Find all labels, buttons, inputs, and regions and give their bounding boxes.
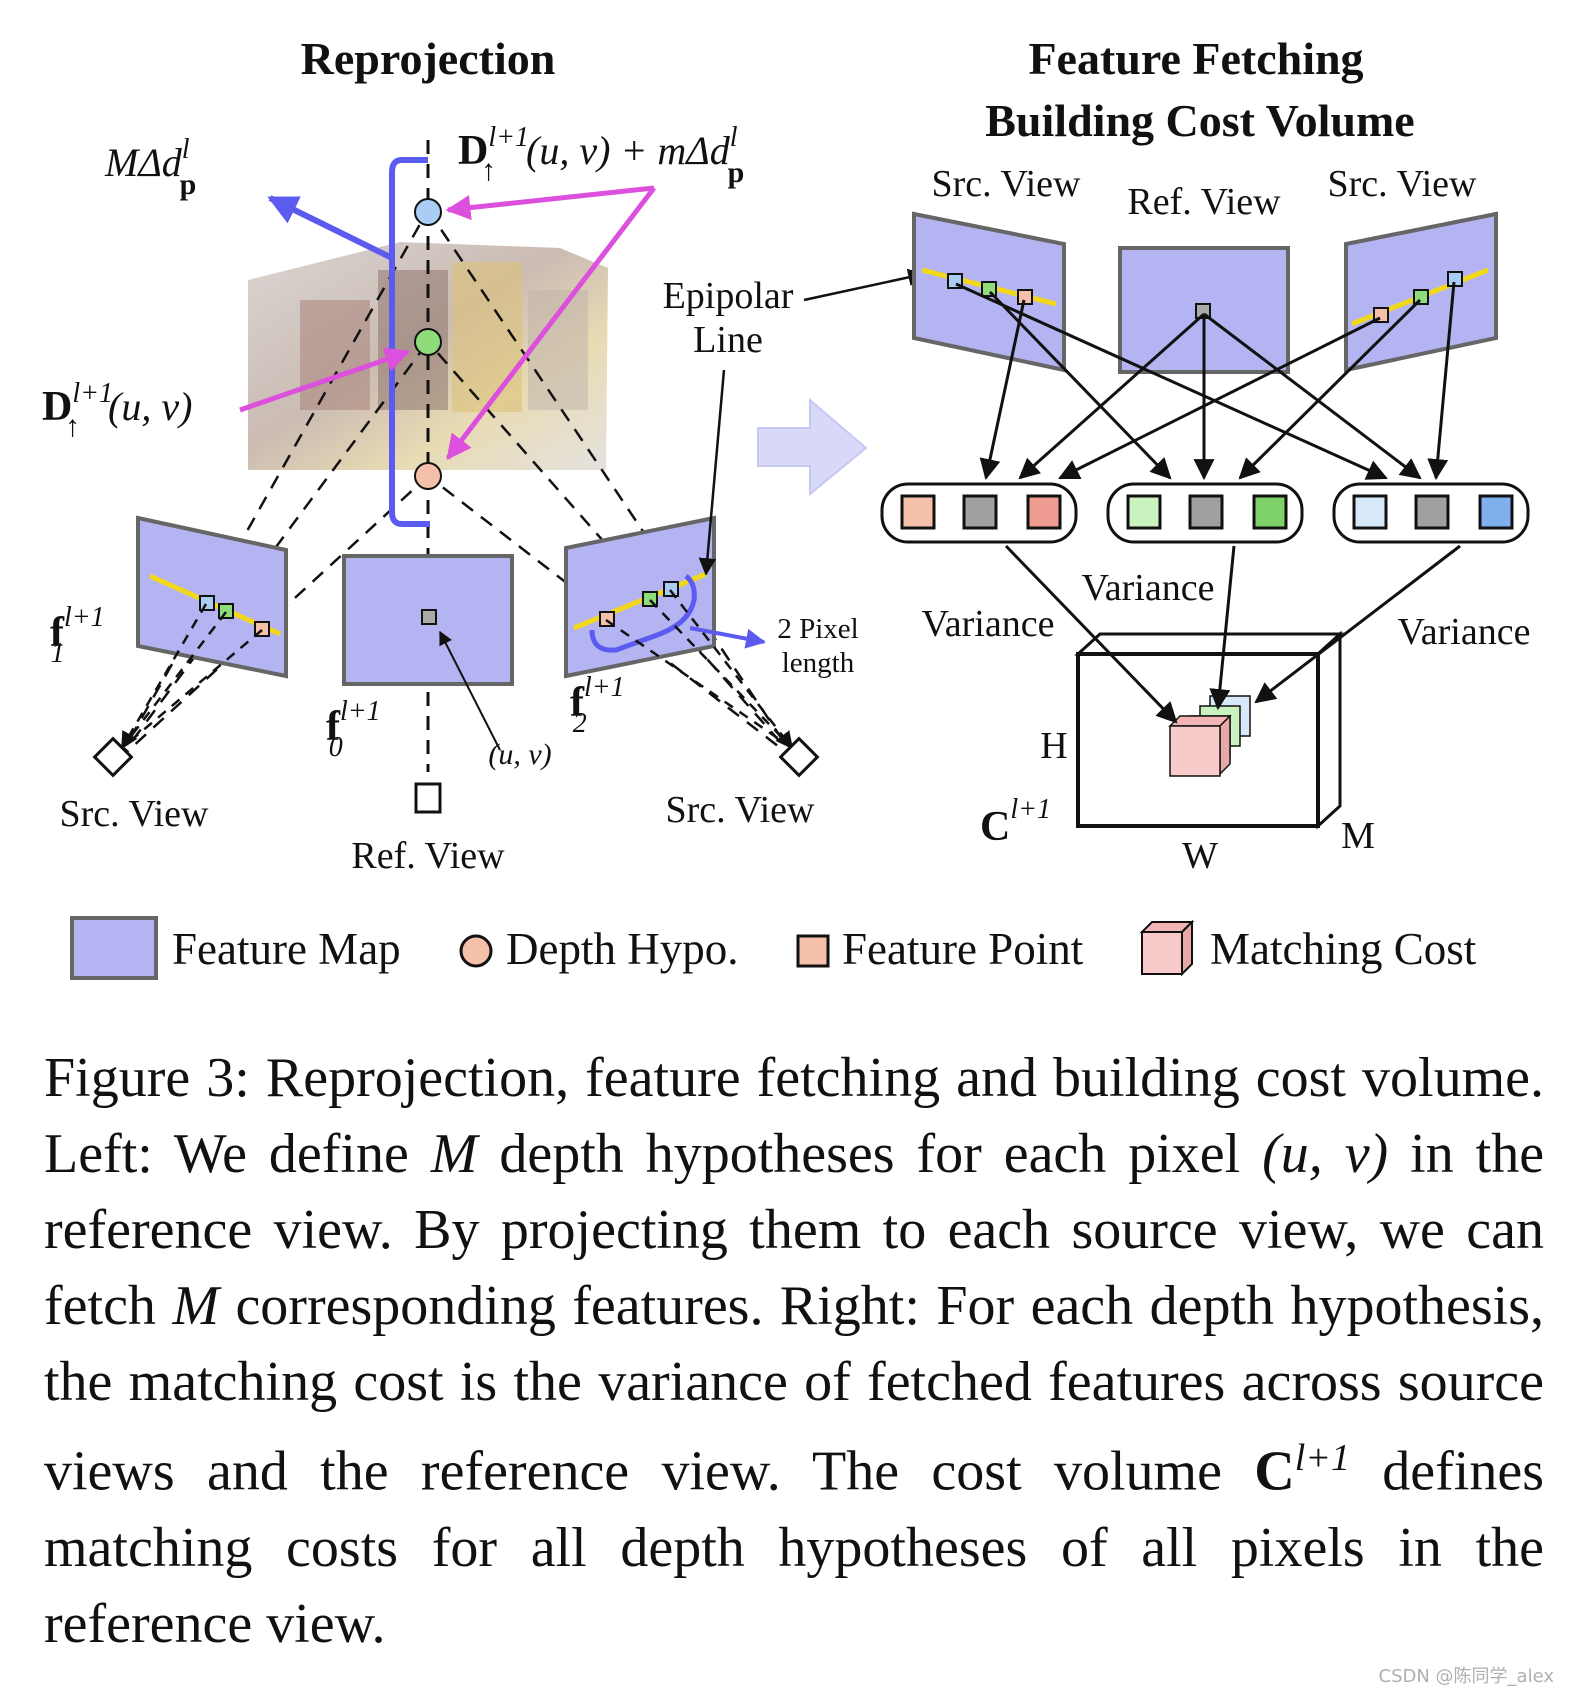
left-src-camera <box>92 736 134 778</box>
caption-math-m1: M <box>430 1123 478 1185</box>
mid-hypo-label: Dl+1↑(u, v) <box>42 378 192 443</box>
legend-depth-hypo-label: Depth Hypo. <box>506 924 738 974</box>
variance-label-left: Variance <box>922 603 1055 645</box>
rp-src-view-right-label: Src. View <box>1328 163 1478 205</box>
epipolar-label-line2: Line <box>693 319 763 361</box>
legend-matching-cost-label: Matching Cost <box>1210 924 1477 974</box>
feature-group-top-hypo <box>880 482 1078 544</box>
fetch-arrows <box>955 281 1456 481</box>
left-src-view-label: Src. View <box>60 793 210 835</box>
legend-matching-cost-swatch <box>1139 919 1195 977</box>
uv-pointer <box>439 630 501 751</box>
flow-arrow <box>757 397 868 497</box>
depth-hypo-mid <box>414 328 442 356</box>
right-panel-title-line2: Building Cost Volume <box>985 95 1414 146</box>
axis-w-label: W <box>1182 835 1218 877</box>
cost-volume <box>1074 630 1344 830</box>
caption-segment-4: corresponding features. Right: For each … <box>44 1275 1544 1503</box>
depth-hypo-top <box>414 198 442 226</box>
cost-volume-label: Cl+1 <box>980 794 1051 850</box>
pixel-length-arrow <box>689 626 766 649</box>
epipolar-label-line1: Epipolar <box>663 275 794 317</box>
caption-math-c: C <box>1254 1440 1295 1503</box>
legend-depth-hypo-swatch <box>459 934 493 968</box>
feature-group-mid-hypo <box>1106 482 1304 544</box>
right-panel-title-line1: Feature Fetching <box>1028 33 1363 84</box>
rp-feature-map-src-right <box>1344 211 1498 373</box>
left-ref-view-label: Ref. View <box>351 835 505 877</box>
figure-caption: Figure 3: Reprojection, feature fetching… <box>44 1040 1544 1662</box>
caption-math-m2: M <box>172 1275 220 1337</box>
f2-projection-rays <box>605 589 794 750</box>
caption-segment-5: defines matching costs for all depth hyp… <box>44 1440 1545 1655</box>
pixel-length-label-line2: length <box>782 647 855 679</box>
feature-map-f2 <box>564 515 716 679</box>
caption-math-uv: (u, v) <box>1262 1123 1389 1185</box>
legend-feature-point-swatch <box>796 934 830 968</box>
delta-arrow <box>267 195 394 261</box>
epipolar-pointer-left <box>698 369 726 576</box>
legend-feature-point-label: Feature Point <box>842 924 1084 974</box>
legend: Feature Map Depth Hypo. Feature Point Ma… <box>70 916 1477 980</box>
caption-math-c-sup: l+1 <box>1294 1437 1350 1479</box>
feature-map-f0 <box>342 554 514 686</box>
right-src-view-label: Src. View <box>666 789 816 831</box>
rp-feature-map-ref <box>1118 246 1290 374</box>
f1-projection-rays <box>120 603 263 750</box>
depth-hypo-bottom <box>414 462 442 490</box>
right-src-rays <box>426 209 798 761</box>
rp-ref-view-label: Ref. View <box>1127 181 1281 223</box>
variance-label-center: Variance <box>1082 567 1215 609</box>
legend-feature-map-label: Feature Map <box>172 924 401 974</box>
watermark: CSDN @陈同学_alex <box>1378 1666 1554 1687</box>
hypo-range-bracket <box>389 157 430 527</box>
uv-label: (u, v) <box>488 738 551 771</box>
variance-label-right: Variance <box>1398 611 1531 653</box>
pixel-length-label-line1: 2 Pixel <box>777 613 858 645</box>
caption-figure-label: Figure 3: <box>44 1047 250 1109</box>
axis-h-label: H <box>1040 725 1067 767</box>
caption-segment-1: Reprojection, feature fetching and build… <box>44 1047 1544 1185</box>
feature-map-f1 <box>136 515 288 679</box>
axis-m-label: M <box>1341 815 1375 857</box>
rp-src-view-left-label: Src. View <box>932 163 1082 205</box>
feature-group-bottom-hypo <box>1332 482 1530 544</box>
variance-arrows <box>1004 544 1461 724</box>
caption-segment-3: in the reference view. By projecting the… <box>44 1123 1545 1337</box>
caption-segment-2: depth hypotheses for each pixel <box>499 1123 1241 1185</box>
ref-camera <box>414 782 442 814</box>
right-src-camera <box>778 736 820 778</box>
epipolar-pointer-right <box>803 268 926 302</box>
left-panel-title: Reprojection <box>301 33 556 84</box>
legend-feature-map-swatch <box>70 916 158 980</box>
hypo-pointer-arrows <box>239 185 656 460</box>
